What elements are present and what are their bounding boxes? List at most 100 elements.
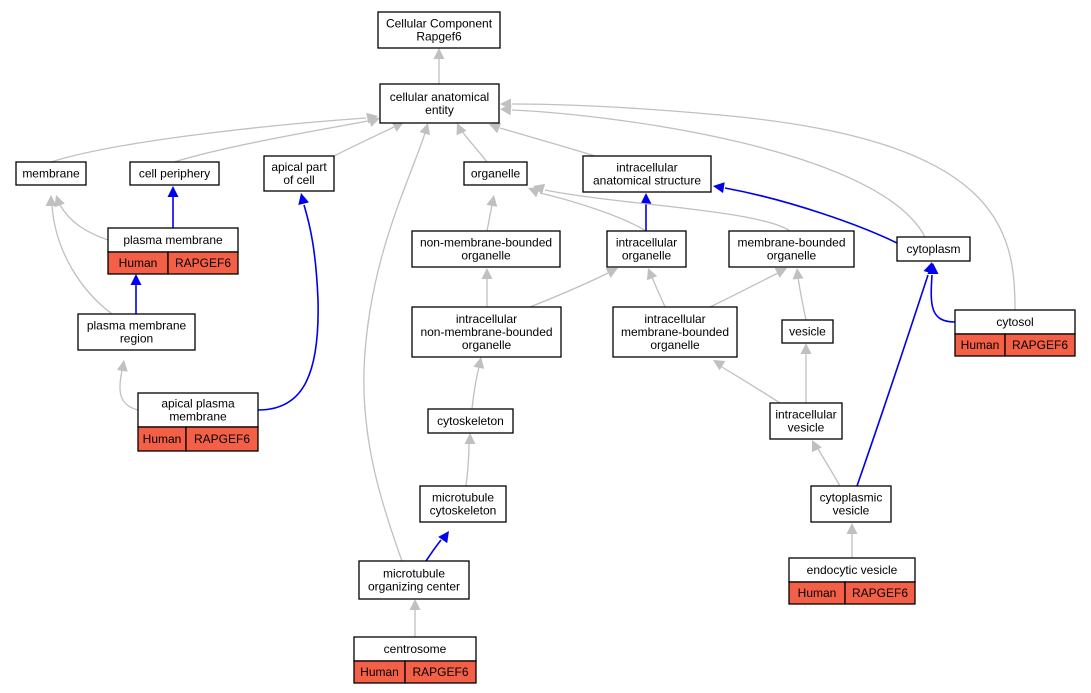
node-label: Rapgef6 [416,30,462,44]
node-box [419,485,507,523]
edge-line [709,272,779,308]
edge-pm_region-to-membrane [45,195,113,315]
node-label: organelle [462,338,512,352]
node-label: Cellular Component [386,17,493,31]
node-label: non-membrane-bounded [420,325,552,339]
edge-line [499,127,596,157]
node-vesicle[interactable]: vesicle [781,319,834,344]
edge-arrowhead-icon [473,357,485,369]
annotation-row: Human RAPGEF6 [954,333,1076,357]
edge-line [539,192,647,232]
edge-arrowhead-icon [45,195,57,206]
edge-line [651,276,666,308]
node-cytoskeleton[interactable]: cytoskeleton [427,408,514,434]
edge-intracellular_org-to-organelle [528,186,647,232]
edge-mtoc-to-cae [363,123,431,562]
edge-arrowhead-icon [298,193,310,206]
annotation-gene: RAPGEF6 [175,256,231,270]
edge-vesicle-to-mbo [792,268,807,321]
edge-arrowhead-icon [419,123,431,136]
annotation-species: Human [798,586,837,600]
node-label: apical part [271,160,327,174]
node-label: cytosol [996,315,1033,329]
annotation-gene: RAPGEF6 [852,586,908,600]
node-label: intracellular [644,312,705,326]
node-box [15,161,87,186]
node-label: region [120,332,153,346]
node-box [129,161,220,186]
node-label: cytoskeleton [430,504,497,518]
edge-imbo-to-mbo [709,268,787,308]
node-box [612,306,738,358]
edge-arrowhead-icon [923,262,935,275]
edge-apical_pm-to-pm_region [116,360,139,411]
edge-nmbo-to-organelle [486,195,498,232]
node-membrane[interactable]: membrane [15,161,87,186]
edge-cytoplasmic_vesicle-to-cytoplasm [856,262,935,487]
node-label: intracellular [616,161,677,175]
edge-line [486,204,493,232]
node-label: organelle [767,249,817,263]
edge-organelle-to-cae [456,123,488,163]
edge-centrosome-to-mtoc [409,599,421,637]
edge-mbo-to-organelle [533,183,791,232]
edge-line [930,274,956,323]
edge-line [465,442,470,487]
node-label: cytoskeleton [437,414,504,428]
node-cell-periphery[interactable]: cell periphery [129,161,220,186]
edge-line [119,369,139,411]
node-label: of cell [283,173,314,187]
node-box [377,11,501,49]
annotation-species: Human [961,338,1000,352]
node-cytoplasm[interactable]: cytoplasm [896,236,971,262]
edges-layer [45,48,1016,637]
edge-line [51,204,113,315]
annotation-gene: RAPGEF6 [1012,338,1068,352]
edge-arrowhead-icon [433,48,445,59]
node-box [263,155,335,192]
edge-line [333,126,395,157]
edge-arrowhead-icon [792,268,804,280]
node-inmbo[interactable]: intracellularnon-membrane-boundedorganel… [411,306,562,358]
node-label: centrosome [384,642,447,656]
node-label: anatomical structure [593,174,701,188]
edge-line [257,204,319,411]
node-box [107,227,239,253]
node-label: apical plasma [161,397,235,411]
edge-endocytic_vesicle-to-cytoplasmic_vesicle [846,523,858,558]
edge-plasma_membrane-to-cell_periphery [167,186,179,228]
node-box [606,230,687,268]
node-box [896,236,971,262]
edge-arrowhead-icon [481,268,493,279]
edge-arrowhead-icon [409,599,421,610]
edge-arrowhead-icon [489,122,502,134]
edge-line [59,204,109,241]
node-label: membrane [169,410,227,424]
annotation-gene-cell [844,581,916,605]
node-label: vesicle [789,325,826,339]
node-organelle[interactable]: organelle [463,161,528,186]
edge-arrowhead-icon [130,274,142,285]
edge-arrowhead-icon [800,343,812,354]
